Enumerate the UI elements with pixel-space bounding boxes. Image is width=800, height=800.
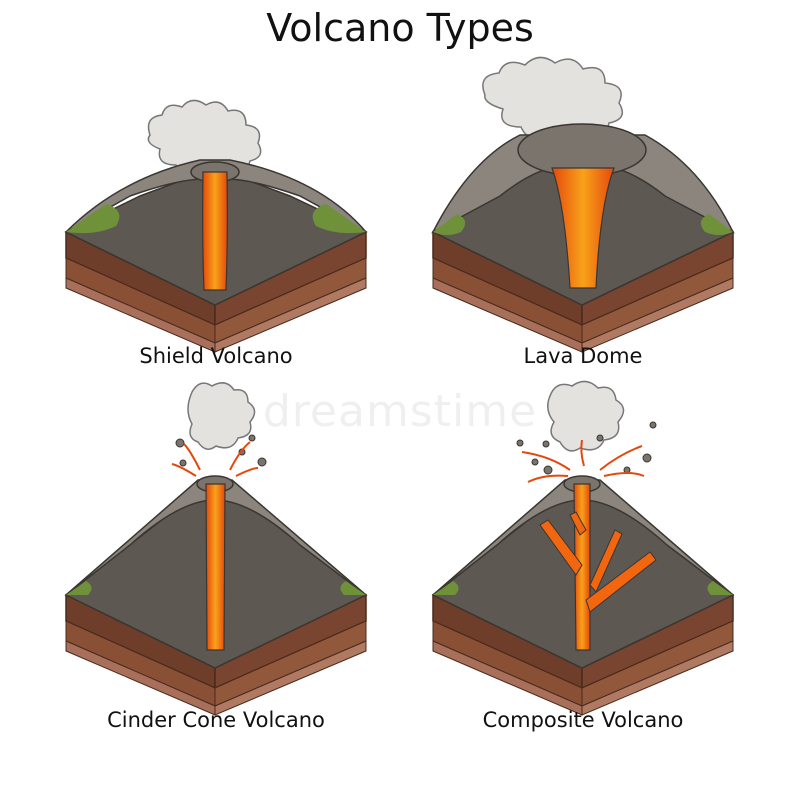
grass-patch bbox=[312, 204, 366, 234]
panel-label-shield: Shield Volcano bbox=[139, 344, 293, 368]
watermark: dreamstime bbox=[262, 386, 538, 437]
page-title: Volcano Types bbox=[266, 6, 534, 50]
panel-label-cinder-cone: Cinder Cone Volcano bbox=[107, 708, 325, 732]
panel-label-composite: Composite Volcano bbox=[482, 708, 684, 732]
grass-patch bbox=[433, 581, 459, 595]
lava-conduit bbox=[551, 167, 615, 289]
shield-volcano-illustration bbox=[64, 99, 368, 353]
grass-patch bbox=[707, 581, 733, 595]
grass-patch bbox=[66, 204, 120, 234]
cinder-cone-illustration bbox=[64, 382, 368, 716]
grass-patch bbox=[700, 214, 733, 235]
smoke-cloud bbox=[482, 56, 624, 142]
lava-dome-illustration bbox=[431, 56, 735, 353]
panel-label-lava-dome: Lava Dome bbox=[523, 344, 643, 368]
smoke-cloud bbox=[147, 99, 262, 179]
composite-volcano-illustration bbox=[431, 380, 735, 716]
lava-dikes bbox=[539, 511, 657, 613]
grass-patch bbox=[340, 581, 366, 595]
smoke-cloud bbox=[187, 382, 256, 450]
ejecta-fragments bbox=[516, 421, 657, 475]
grass-patch bbox=[66, 581, 92, 595]
lava-conduit bbox=[205, 483, 226, 651]
lava-conduit bbox=[202, 171, 228, 291]
grass-patch bbox=[433, 214, 466, 235]
smoke-cloud bbox=[547, 380, 625, 452]
